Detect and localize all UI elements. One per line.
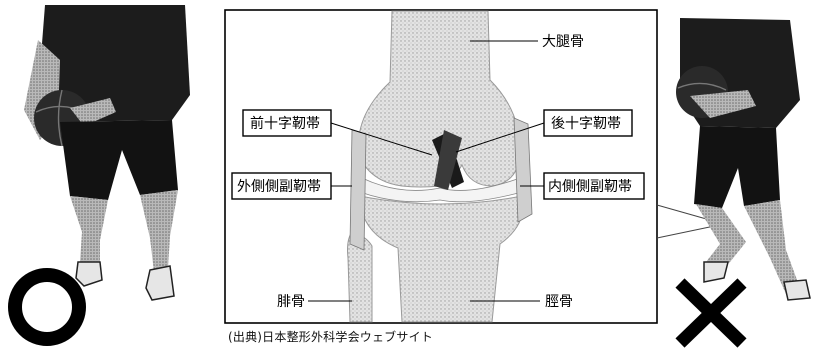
correct-stance-illustration (24, 5, 190, 301)
acl-label: 前十字靭帯 (250, 115, 320, 132)
acl-label-box (242, 109, 332, 137)
source-caption: (出典)日本整形外科学会ウェブサイト (228, 330, 433, 344)
fibula-label: 腓骨 (277, 294, 305, 310)
lcl-label-box (231, 172, 332, 200)
lcl-shape (349, 129, 367, 251)
incorrect-stance-illustration (676, 18, 811, 301)
mcl-label: 内側側副靭帯 (548, 179, 632, 195)
knee-anatomy-diagram: 大腿骨 前十字靭帯 後十字靭帯 外側側副靭帯 内側側副靭帯 腓骨 脛骨 (224, 9, 658, 324)
mcl-shape (513, 117, 533, 223)
right-player-shorts (694, 126, 780, 208)
pcl-label-box (543, 109, 633, 137)
left-player-shorts (60, 120, 178, 200)
pcl-shape (434, 130, 462, 190)
right-player-leg-right (744, 200, 800, 294)
left-player-leg-right (140, 190, 178, 272)
right-player-leg-left (696, 204, 746, 272)
cross-icon (675, 278, 747, 348)
tibia-label: 脛骨 (545, 294, 573, 310)
femur-label: 大腿骨 (542, 34, 584, 50)
pcl-label: 後十字靭帯 (551, 116, 621, 132)
lcl-label: 外側側副靭帯 (237, 179, 321, 195)
mcl-label-box (543, 172, 645, 200)
circle-icon (8, 268, 86, 346)
left-player-shirt (38, 5, 190, 122)
left-player-leg-left (70, 196, 108, 270)
